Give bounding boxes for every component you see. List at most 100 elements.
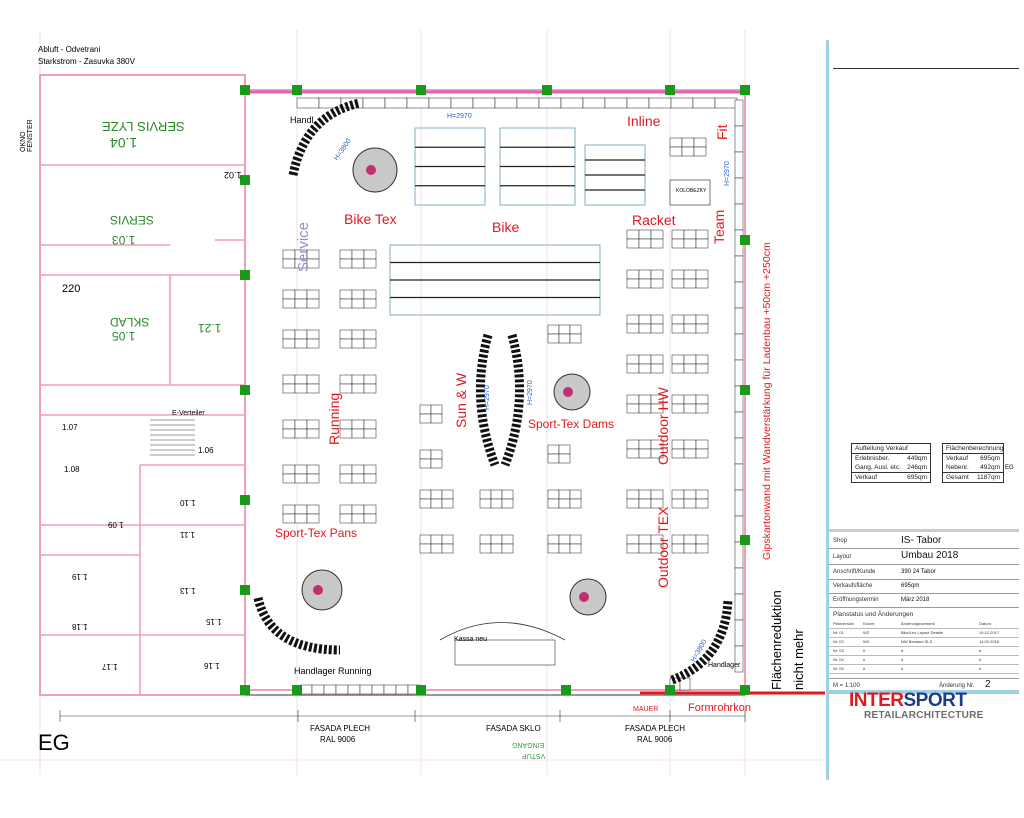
shelf-unit [351,289,365,300]
mannequin-icon [579,592,589,602]
shelf-unit [282,464,296,475]
shop-value: IS- Tabor [901,535,942,546]
structural-column [240,85,250,95]
shelf-unit [569,324,582,335]
shelf-unit [339,338,353,349]
shelf-unit [363,298,377,309]
shelf-unit [419,498,432,509]
table-cell: Erlebnisber. [855,455,890,462]
shelf-unit [681,146,695,157]
shelf-unit [695,403,709,414]
shelf-unit [294,473,308,484]
shelf-unit [294,428,308,439]
shelf-unit [351,338,365,349]
shelf-unit [671,323,685,334]
shop-label: Shop [833,538,848,544]
shelf-unit [335,684,349,695]
table-cell: 449qm [907,455,927,462]
shelf-unit [626,439,640,450]
shelf-unit [683,238,697,249]
shelf-unit [294,374,308,385]
room-1-02: 1.02 [224,170,242,180]
shelf-unit [363,504,377,515]
shelf-unit [638,498,652,509]
status-cell: Planversion [833,621,854,626]
shelf-unit [650,238,664,249]
shelf-unit [626,269,640,280]
shelf-unit [683,543,697,554]
shelf-unit [734,567,744,595]
shelf-unit [501,498,514,509]
shelf-unit [306,419,320,430]
shelf-unit [339,298,353,309]
structural-column [240,270,250,280]
shelf-unit [638,489,652,500]
shelf-unit [282,338,296,349]
curved-display [288,98,362,176]
shelf-unit [351,428,365,439]
shelf-unit [734,177,744,205]
shelf-unit [282,383,296,394]
table-title: Aufteilung Verkauf [855,445,908,452]
shelf-unit [638,403,652,414]
shelf-unit [384,97,408,109]
shelf-unit [669,146,683,157]
shelf-unit [558,453,571,464]
shelf-unit [296,97,320,109]
revision-value: 2 [985,679,991,690]
shelf-unit [683,269,697,280]
gipskarton-note: Gipskartonwand mit Wandverstärkung für L… [761,242,773,560]
shelf-unit [692,97,716,109]
status-cell: # [979,648,982,653]
shelf-unit [734,541,744,569]
shelf-unit [638,448,652,459]
structural-column [292,685,302,695]
shelf-unit [626,278,640,289]
address-value: 390 24 Tabor [901,569,936,575]
shelf-unit [695,278,709,289]
shelf-unit [734,255,744,283]
shelf-unit [734,203,744,231]
shelf-unit [569,534,582,545]
shelf-unit [547,333,560,344]
shelf-unit [363,374,377,385]
shelf-unit [626,543,640,554]
shelf-unit [734,619,744,647]
room-1-03: 1.03 [112,233,136,247]
shelf-unit [294,298,308,309]
shelf-unit [671,534,685,545]
shelf-unit [695,489,709,500]
shelf-unit [501,489,514,500]
kolobezky-box [669,179,711,206]
reduction-note-2: nicht mehr [791,629,806,690]
table-cell: Verkauf [855,474,878,481]
columns [240,85,750,695]
room-1-09: 1.09 [108,520,124,529]
shelf-unit [558,324,571,335]
shelf-unit [547,444,560,455]
shelf-unit [683,354,697,365]
room-1-19: 1.19 [72,572,88,581]
status-cell: # [979,657,982,662]
curved-display [500,333,525,467]
status-cell: 14.02.2018 [979,639,1000,644]
shelf-unit [538,97,562,109]
shelf-unit [626,97,650,109]
layout-value: Umbau 2018 [901,550,959,561]
status-cell: Kürzel [863,621,875,626]
shelf-unit [306,298,320,309]
shelf-unit [351,464,365,475]
shelf-unit [490,489,503,500]
shelf-unit [419,534,432,545]
shelf-unit [683,229,697,240]
height-label: H=2970 [447,113,472,120]
shelf-unit [501,543,514,554]
status-cell: 19.12.2017 [979,630,1000,635]
shelf-unit [681,137,695,148]
divider [829,637,1019,638]
shelf-unit [395,684,409,695]
shelf-unit [638,394,652,405]
shelf-unit [363,258,377,269]
shelf-unit [294,383,308,394]
curved-display [670,599,733,685]
